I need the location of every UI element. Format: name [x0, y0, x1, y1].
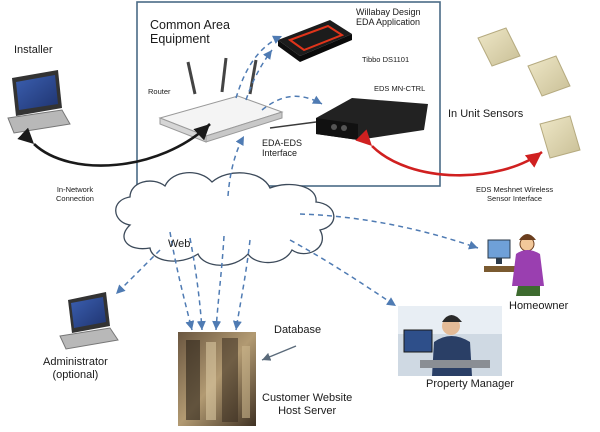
meshnet-label-line2: Sensor Interface	[487, 193, 543, 203]
willabay-label-line1: Willabay Design	[356, 7, 421, 17]
dashed-arrow-server-4	[169, 231, 195, 331]
dashed-arrow-router-up	[245, 49, 273, 101]
property-manager-label: Property Manager	[426, 378, 515, 390]
dashed-arrow-server-3	[232, 239, 251, 331]
eds-ctrl-label: EDS MN-CTRL	[374, 84, 426, 93]
dashed-arrow-router-ctrl	[261, 95, 323, 111]
willabay-label: Willabay Design EDA Application	[356, 7, 421, 28]
eda-eds-label-line1: EDA-EDS	[262, 138, 303, 148]
homeowner-label: Homeowner	[509, 300, 569, 312]
eda-eds-label-line2: Interface	[262, 148, 298, 159]
database-label: Database	[274, 324, 322, 336]
host-server-label: Customer Website Host Server	[262, 392, 352, 417]
property-manager-photo	[398, 306, 502, 376]
administrator-label-line1: Administrator	[43, 356, 108, 368]
in-network-connection-arrow	[17, 123, 211, 167]
common-area-title: Common Area Equipment	[150, 18, 230, 47]
administrator-label: Administrator (optional)	[43, 356, 108, 381]
eda-eds-interface-label: EDA-EDS Interface	[262, 138, 302, 159]
common-area-title-line2: Equipment	[150, 32, 210, 47]
tibbo-device	[278, 20, 352, 62]
dashed-arrow-server-1	[189, 237, 206, 331]
dashed-web-arrows	[115, 35, 479, 331]
dashed-arrow-server-2	[212, 235, 225, 331]
meshnet-wireless-arrow	[355, 129, 543, 177]
web-cloud	[115, 172, 335, 266]
dashed-arrow-web-router	[227, 135, 245, 197]
host-server-photo	[178, 332, 256, 426]
tibbo-label: Tibbo DS1101	[362, 55, 410, 64]
in-network-label-line1: In-Network	[56, 185, 94, 194]
installer-label: Installer	[14, 44, 53, 56]
sensor-tiles	[477, 27, 581, 159]
meshnet-label-line1: EDS Meshnet Wireless	[476, 185, 554, 194]
installer-laptop	[7, 70, 71, 134]
administrator-label-line2: (optional)	[52, 368, 99, 381]
in-network-label: In-Network Connection	[56, 185, 94, 203]
willabay-label-line2: EDA Application	[356, 17, 421, 28]
host-server-label-line2: Host Server	[278, 404, 337, 417]
host-server-label-line1: Customer Website	[262, 392, 353, 404]
dashed-arrow-router-tibbo	[235, 35, 283, 99]
router-label: Router	[148, 87, 171, 96]
administrator-laptop	[59, 292, 119, 350]
dashed-arrow-administrator	[115, 249, 161, 295]
database-arrow	[261, 345, 297, 361]
common-area-title-line1: Common Area	[150, 18, 230, 32]
dashed-arrow-homeowner	[299, 213, 479, 250]
dashed-arrow-property-manager	[289, 239, 397, 307]
in-unit-sensors-label: In Unit Sensors	[448, 108, 524, 120]
meshnet-label: EDS Meshnet Wireless Sensor Interface	[476, 185, 554, 203]
web-label: Web	[168, 238, 191, 250]
homeowner-figure	[484, 234, 544, 296]
eda-eds-interface-link	[269, 121, 317, 129]
in-network-label-line2: Connection	[56, 193, 94, 203]
